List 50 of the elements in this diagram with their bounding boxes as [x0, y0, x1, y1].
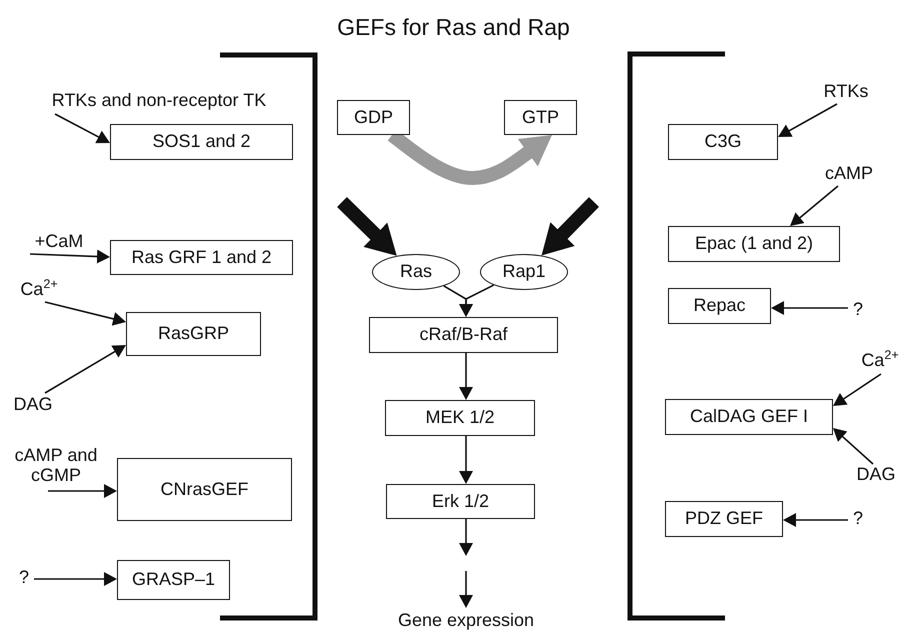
arrow	[44, 301, 126, 326]
process-box: CalDAG GEF I	[665, 399, 833, 435]
arrow	[54, 113, 110, 144]
node-label: RTKs	[815, 80, 877, 104]
arrow	[778, 103, 838, 137]
node-label: Ca$^{2+}$	[12, 278, 66, 302]
process-box: Repac	[668, 288, 771, 324]
arrow	[459, 353, 473, 400]
node-label: cAMP	[818, 162, 880, 186]
arrow	[833, 428, 874, 465]
arrow	[30, 250, 110, 264]
process-box: PDZ GEF	[665, 501, 783, 537]
diagram-title: GEFs for Ras and Rap	[336, 14, 571, 41]
node-label: cAMP and cGMP	[4, 440, 108, 491]
arrow	[34, 572, 117, 586]
node-label: +CaM	[26, 230, 92, 254]
node-label: ?	[848, 298, 868, 322]
process-box: GDP	[337, 100, 410, 135]
process-box: Erk 1/2	[386, 484, 535, 519]
process-box: RasGRP	[126, 312, 261, 356]
node-label: RTKs and non-receptor TK	[18, 88, 300, 114]
process-box: Ras GRF 1 and 2	[110, 240, 293, 275]
process-box: SOS1 and 2	[110, 124, 293, 160]
node-label: Ca$^{2+}$	[853, 348, 907, 374]
node-label: ?	[14, 566, 34, 590]
protein-ellipse: Ras	[372, 254, 460, 290]
node-label: DAG	[8, 393, 58, 417]
arrow	[833, 373, 882, 406]
process-box: GTP	[504, 100, 577, 135]
arrow	[459, 284, 494, 317]
process-box: cRaf/B-Raf	[369, 317, 558, 353]
arrow	[459, 436, 473, 484]
arrow	[44, 345, 126, 394]
arrow	[790, 185, 839, 226]
arrow	[48, 484, 117, 498]
protein-ellipse: Rap1	[480, 254, 568, 290]
block-arrow	[337, 197, 397, 256]
node-label: DAG	[851, 464, 901, 486]
arrow	[459, 519, 473, 556]
process-box: MEK 1/2	[385, 400, 535, 436]
process-box: GRASP–1	[117, 560, 230, 600]
node-label: Gene expression	[390, 608, 542, 634]
process-box: Epac (1 and 2)	[668, 226, 840, 262]
process-box: CNrasGEF	[117, 458, 292, 521]
block-arrow	[542, 197, 599, 256]
arrow	[783, 513, 848, 527]
arrow	[771, 301, 848, 315]
arrow	[459, 571, 473, 608]
node-label: ?	[848, 507, 868, 531]
process-box: C3G	[668, 124, 778, 160]
